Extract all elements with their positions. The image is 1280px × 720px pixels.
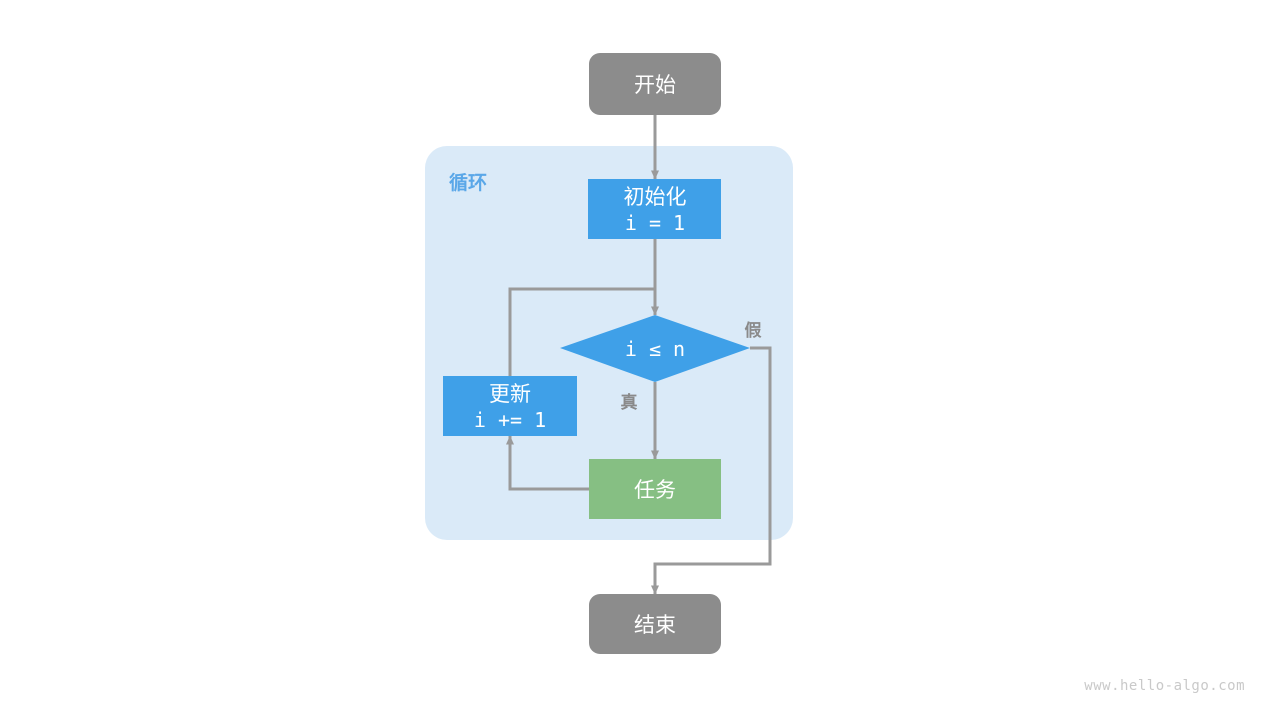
node-start-shape — [589, 53, 721, 115]
edge-update-to-condition — [508, 287, 655, 376]
node-end-shape — [589, 594, 721, 654]
node-end[interactable]: 结束 — [589, 594, 721, 654]
node-init-shape — [588, 179, 721, 239]
node-init-code: i = 1 — [625, 211, 685, 235]
node-init-label: 初始化 — [624, 186, 687, 209]
node-task-label: 任务 — [634, 479, 676, 502]
node-update-code: i += 1 — [474, 408, 546, 432]
node-start-label: 开始 — [634, 74, 676, 97]
node-task-shape — [589, 459, 721, 519]
watermark: www.hello-algo.com — [1084, 678, 1245, 694]
node-task[interactable]: 任务 — [589, 459, 721, 519]
node-update-shape — [443, 376, 577, 436]
node-condition[interactable]: i ≤ n — [560, 315, 750, 382]
node-start[interactable]: 开始 — [589, 53, 721, 115]
node-update-label: 更新 — [489, 383, 531, 406]
node-init[interactable]: 初始化 i = 1 — [588, 179, 721, 239]
node-condition-code: i ≤ n — [625, 337, 685, 361]
edge-condition-to-end — [651, 346, 772, 595]
edge-label-false: 假 — [745, 320, 762, 340]
node-condition-shape — [560, 315, 750, 382]
node-end-label: 结束 — [634, 614, 676, 637]
node-update[interactable]: 更新 i += 1 — [443, 376, 577, 436]
edge-label-true: 真 — [621, 392, 638, 412]
loop-group-label: 循环 — [449, 171, 487, 194]
edge-task-to-update — [506, 435, 589, 491]
